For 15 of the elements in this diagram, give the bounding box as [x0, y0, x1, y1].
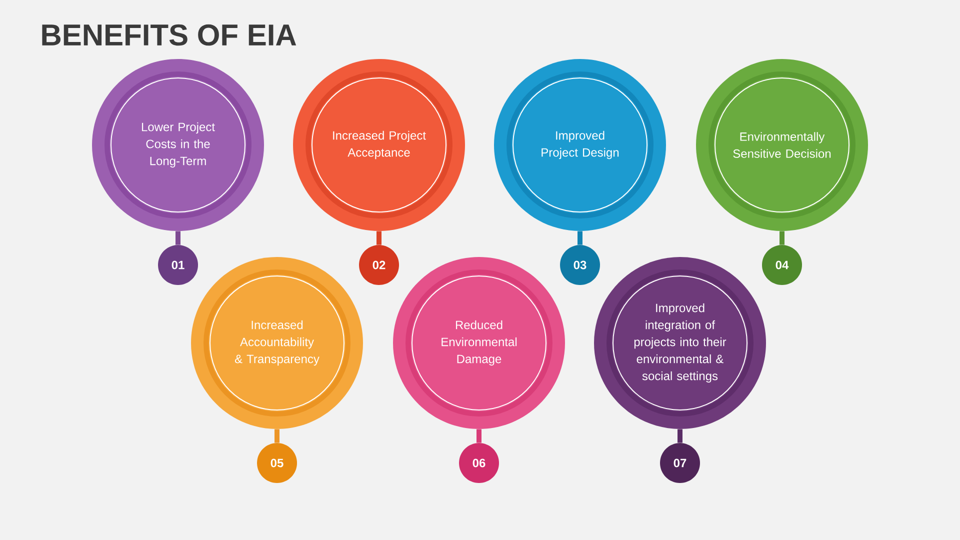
number-badge: 03 [560, 245, 600, 285]
connector-stem [780, 231, 784, 245]
title: BENEFITS OF EIA [42, 24, 296, 46]
number-badge: 06 [459, 443, 499, 483]
connector-stem [274, 429, 280, 443]
number-badge: 01 [158, 245, 198, 285]
number-badge: 02 [359, 245, 399, 285]
number-badge: 07 [660, 443, 700, 483]
number-badge: 05 [257, 443, 297, 483]
connector-stem [578, 231, 582, 245]
connector-stem [376, 231, 382, 245]
connector-stem [176, 231, 180, 245]
connector-stem [678, 429, 682, 443]
number-badge: 04 [762, 245, 802, 285]
connector-stem [476, 429, 482, 443]
